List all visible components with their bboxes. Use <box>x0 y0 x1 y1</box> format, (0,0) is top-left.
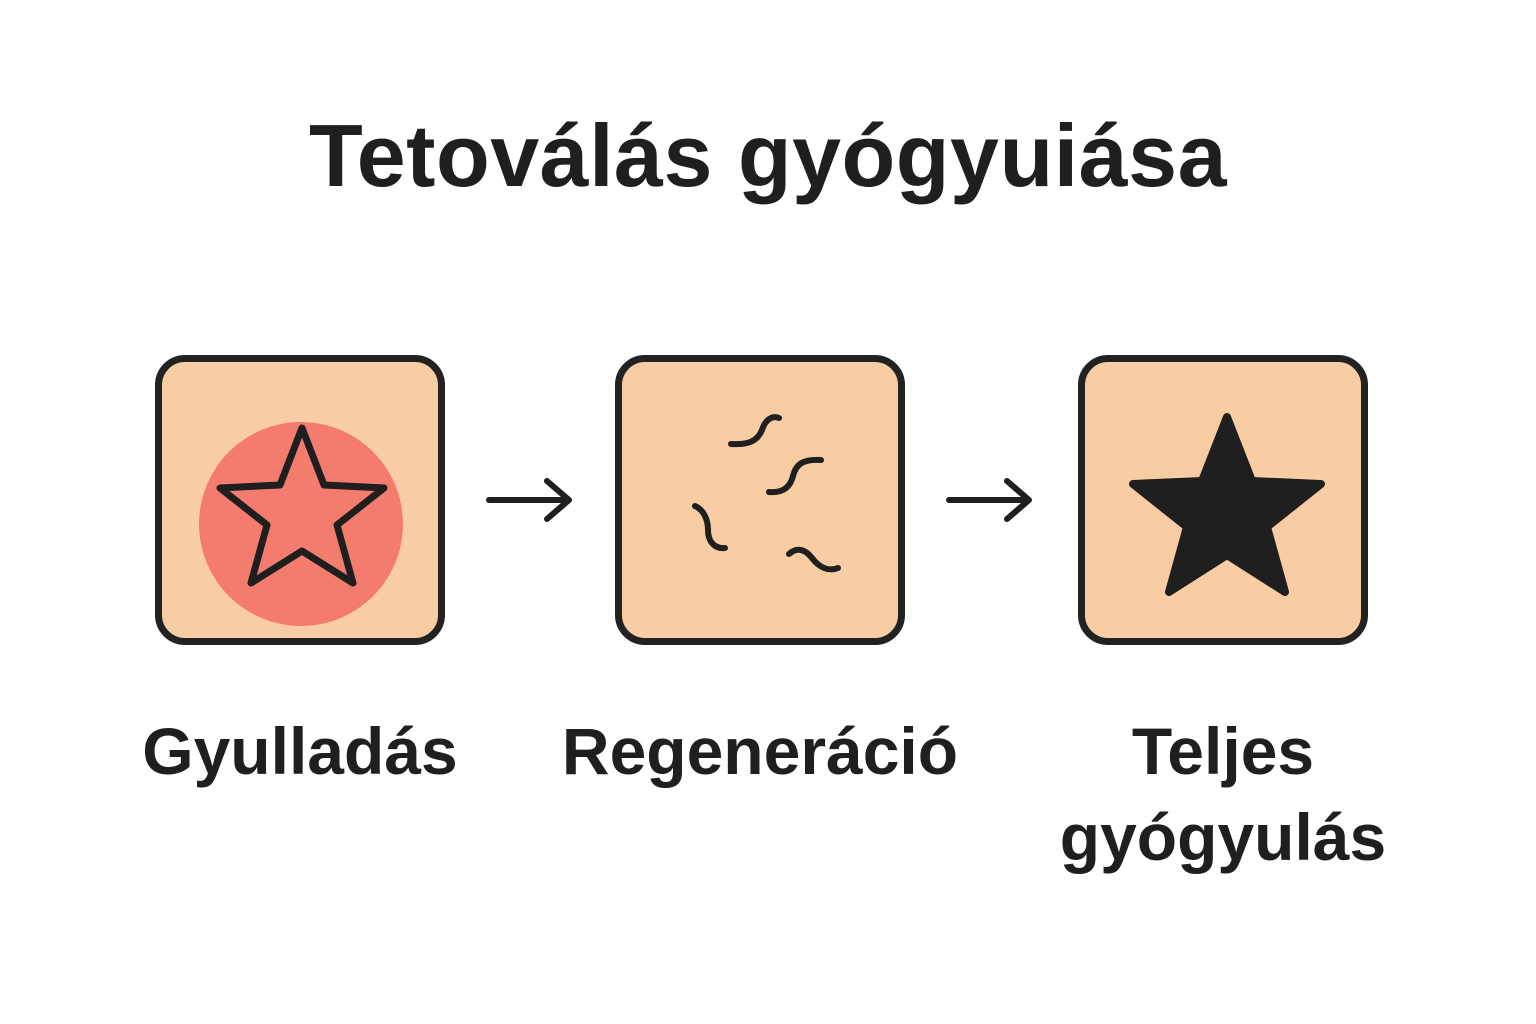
arrow-right-icon <box>486 478 572 522</box>
stage-box-inflammation <box>155 355 445 645</box>
star-filled <box>1129 413 1325 596</box>
stage-label-full-healing: Teljes gyógyulás <box>1059 714 1387 874</box>
skin-flake <box>766 456 824 496</box>
outlined-star-on-red-circle-icon <box>199 422 403 626</box>
inflammation-circle <box>199 422 403 626</box>
filled-star-icon <box>1129 413 1325 596</box>
skin-flakes-icon <box>692 414 841 573</box>
stage-box-full-healing <box>1078 355 1368 645</box>
stage-label-inflammation: Gyulladás <box>142 714 458 788</box>
stage-box-regeneration <box>615 355 905 645</box>
skin-flake <box>728 414 782 448</box>
star-outline <box>216 424 388 587</box>
skin-flake <box>692 503 728 552</box>
diagram-title: Tetoválás gyógyuiása <box>308 106 1228 205</box>
arrow-right-icon <box>946 478 1032 522</box>
skin-flake <box>786 546 841 573</box>
stage-label-regeneration: Regeneráció <box>561 714 959 788</box>
